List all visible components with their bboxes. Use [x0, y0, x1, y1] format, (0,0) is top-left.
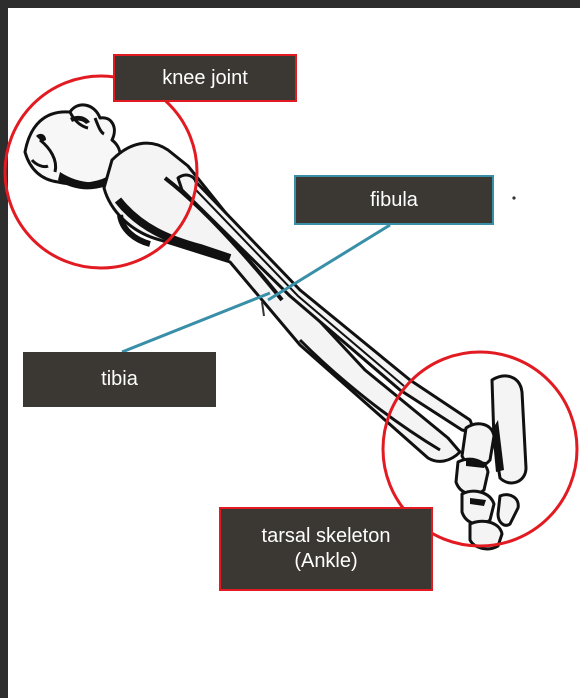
- fibula-label: fibula: [294, 175, 494, 225]
- knee-joint-label: knee joint: [113, 54, 297, 102]
- fibula-leader-line: [268, 225, 390, 300]
- femur-end-illustration: [25, 105, 120, 184]
- fibula-label-text: fibula: [370, 188, 418, 213]
- tarsal-skeleton-label: tarsal skeleton (Ankle): [219, 507, 433, 591]
- tibia-leader-line: [122, 293, 270, 352]
- stray-dot: [512, 196, 515, 199]
- knee-joint-label-text: knee joint: [162, 66, 248, 91]
- tarsal-label-line2: (Ankle): [294, 549, 357, 574]
- tibia-label-text: tibia: [101, 367, 138, 392]
- tibia-label: tibia: [23, 352, 216, 407]
- tarsal-label-line1: tarsal skeleton: [262, 524, 391, 549]
